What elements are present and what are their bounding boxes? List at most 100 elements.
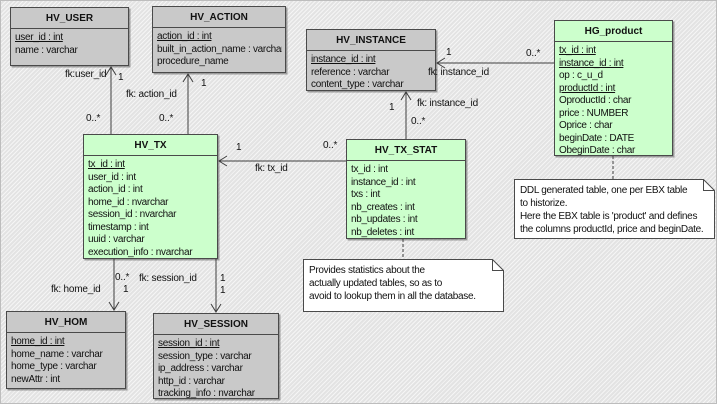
attribute-row: newAttr : int	[11, 373, 60, 385]
note-product: DDL generated table, one per EBX table to…	[514, 179, 715, 239]
attribute-row: instance_id : int	[311, 54, 376, 65]
entity-title: HV_SESSION	[154, 314, 278, 335]
multiplicity-user-many: 0..*	[86, 113, 101, 124]
attribute-row: beginDate : DATE	[559, 132, 635, 144]
attribute-row: uuid : varchar	[88, 234, 145, 245]
attribute-row: tracking_info : nvarchar	[158, 388, 255, 399]
attribute-row: timestamp : int	[88, 221, 149, 233]
note-outline	[514, 179, 715, 239]
attribute-row: procedure_name	[157, 56, 229, 67]
multiplicity-instance-many: 0..*	[411, 116, 426, 127]
attribute-row: reference : varchar	[311, 66, 390, 78]
fk-label-home: fk: home_id	[51, 284, 101, 295]
attribute-row: action_id : int	[157, 31, 212, 42]
entity-title: HV_ACTION	[153, 7, 285, 28]
fk-label-action: fk: action_id	[126, 89, 177, 100]
entity-title: HG_product	[555, 21, 672, 42]
attribute-row: instance_id : int	[559, 57, 624, 69]
attribute-row: tx_id : int	[88, 159, 125, 170]
attribute-row: instance_id : int	[351, 176, 416, 188]
note-line: to historize.	[520, 198, 568, 209]
attribute-row: http_id : varchar	[158, 375, 225, 387]
note-line: DDL generated table, one per EBX table	[520, 185, 688, 196]
multiplicity-product-many: 0..*	[526, 48, 541, 59]
fk-label-session: fk: session_id	[139, 273, 197, 284]
attribute-row: ip_address : varchar	[158, 363, 243, 374]
attribute-row: user_id : int	[88, 171, 136, 183]
attribute-row: built_in_action_name : varchar	[157, 43, 282, 55]
attribute-row: home_id : int	[11, 336, 65, 347]
multiplicity-session-b: 1	[220, 285, 226, 296]
connector-tx-user	[105, 66, 117, 134]
attribute-row: tx_id : int	[351, 164, 388, 175]
multiplicity-action-many: 0..*	[159, 113, 174, 124]
entity-title: HV_HOM	[7, 312, 125, 333]
attribute-row: price : NUMBER	[559, 107, 629, 119]
attribute-row: session_id : int	[158, 338, 220, 349]
entity-title: HV_USER	[11, 8, 128, 29]
note-outline	[303, 259, 504, 312]
multiplicity-session-a: 1	[220, 273, 226, 284]
attribute-row: home_id : nvarchar	[88, 196, 169, 208]
note-text: Provides statistics about the actually up…	[303, 259, 482, 308]
attribute-row: home_name : varchar	[11, 348, 103, 360]
multiplicity-tx-many: 0..*	[323, 140, 338, 151]
attribute-row: session_type : varchar	[158, 350, 252, 362]
attribute-row: name : varchar	[15, 44, 78, 56]
attribute-row: Oprice : char	[559, 120, 613, 131]
attribute-row: user_id : int	[15, 32, 63, 43]
attribute-row: nb_deletes : int	[351, 226, 415, 238]
attribute-row: nb_updates : int	[351, 214, 418, 225]
multiplicity-instance-one: 1	[389, 102, 395, 113]
fk-label-instance: fk: instance_id	[417, 98, 478, 109]
note-line: avoid to lookup them in all the database…	[309, 291, 476, 302]
note-line: actually updated tables, so as to	[309, 278, 442, 289]
multiplicity-home-one: 1	[123, 284, 129, 295]
multiplicity-action-one: 1	[201, 78, 207, 89]
note-line: Provides statistics about the	[309, 265, 425, 276]
note-line: Here the EBX table is 'product' and defi…	[520, 211, 698, 222]
multiplicity-home-many: 0..*	[115, 272, 130, 283]
entity-title: HV_INSTANCE	[307, 30, 435, 51]
fk-label-product-instance: fk: instance_id	[428, 67, 489, 78]
fk-label-user: fk:user_id	[65, 69, 107, 80]
attribute-row: execution_info : nvarchar	[88, 246, 193, 258]
multiplicity-user-one: 1	[118, 72, 124, 83]
multiplicity-tx-one: 1	[236, 142, 242, 153]
attribute-row: txs : int	[351, 189, 380, 200]
multiplicity-product-one: 1	[446, 47, 452, 58]
attribute-row: session_id : nvarchar	[88, 209, 177, 220]
entity-title: HV_TX	[84, 135, 217, 156]
connector-txstat-instance	[400, 91, 412, 139]
attribute-row: ObeginDate : char	[559, 145, 636, 156]
attribute-row: tx_id : int	[559, 45, 596, 56]
attribute-row: home_type : varchar	[11, 361, 97, 372]
attribute-row: op : c_u_d	[559, 70, 603, 81]
note-tx-stat: Provides statistics about the actually up…	[303, 259, 504, 312]
attribute-row: OproductId : char	[559, 95, 632, 106]
attribute-row: productId : int	[559, 82, 616, 94]
note-line: the columns productId, price and beginDa…	[520, 224, 704, 235]
attribute-row: action_id : int	[88, 184, 143, 195]
fk-label-tx: fk: tx_id	[255, 163, 288, 174]
connector-tx-action	[182, 73, 194, 134]
connector-tx-hom	[108, 259, 120, 311]
entity-title: HV_TX_STAT	[347, 140, 465, 161]
